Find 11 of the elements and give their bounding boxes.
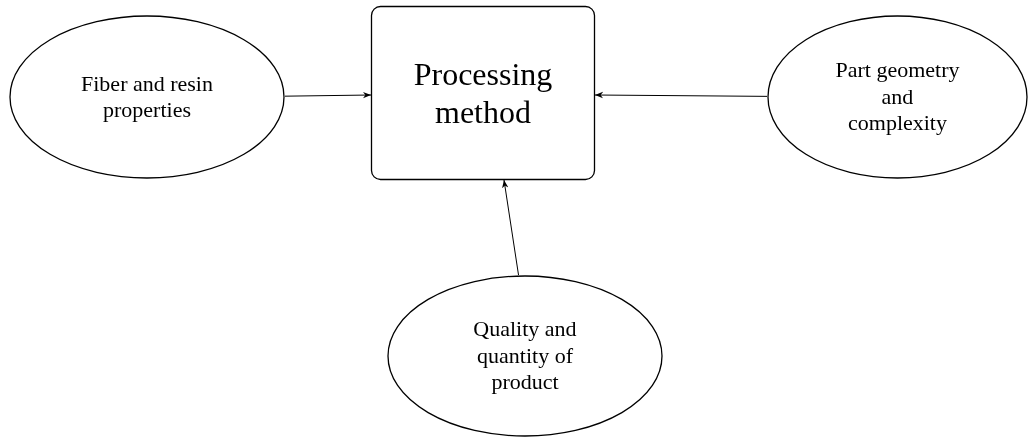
input-ellipse <box>387 275 663 437</box>
node-label: Processing method <box>412 54 554 132</box>
node-label: Quality and quantity of product <box>472 316 578 396</box>
arrow <box>502 179 520 276</box>
arrow <box>594 91 768 99</box>
input-ellipse <box>9 15 285 179</box>
process-box <box>371 6 595 180</box>
input-ellipse <box>767 15 1028 179</box>
arrow <box>284 91 372 99</box>
node-label: Part geometry and complexity <box>834 57 961 137</box>
node-label: Fiber and resin properties <box>80 70 214 124</box>
